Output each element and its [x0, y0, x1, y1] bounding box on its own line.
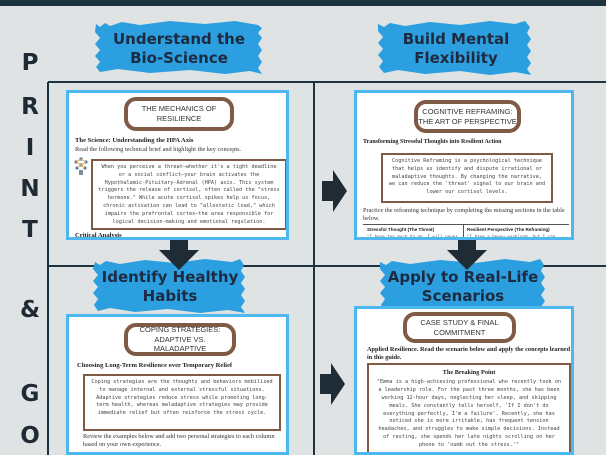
worksheet-title: THE MECHANICS OF RESILIENCE: [124, 97, 234, 131]
side-letter: P: [21, 50, 39, 76]
banner-healthy-habits: [93, 259, 245, 313]
top-strip: [0, 0, 606, 6]
worksheet-title: COGNITIVE REFRAMING: THE ART OF PERSPECT…: [414, 100, 521, 133]
brain-icon: [74, 157, 88, 175]
arrow-right-bottom-icon: [320, 363, 345, 405]
heading-healthy-habits: Identify Healthy Habits: [101, 268, 239, 305]
heading-real-life: Apply to Real-Life Scenarios: [387, 268, 539, 305]
heading-bio-science: Understand the Bio-Science: [112, 30, 246, 67]
worksheet-card-mental-flexibility[interactable]: COGNITIVE REFRAMING: THE ART OF PERSPECT…: [354, 90, 574, 240]
arrow-right-top-icon: [322, 170, 347, 212]
brief-text-box: When you perceive a threat—whether it's …: [91, 159, 286, 230]
worksheet-title: COPING STRATEGIES: ADAPTIVE VS. MALADAPT…: [124, 323, 236, 356]
case-study-text: "Emma is a high-achieving professional w…: [376, 379, 562, 448]
side-letter: I: [25, 135, 35, 161]
table-header: Stressful Thought (The Threat): [367, 227, 435, 232]
side-letter: G: [20, 381, 40, 407]
banner-mental-flexibility: [378, 21, 531, 75]
side-letter: O: [20, 423, 40, 449]
reframing-text-box: Cognitive Reframing is a psychological t…: [381, 153, 553, 203]
worksheet-title: CASE STUDY & FINAL COMMITMENT: [403, 312, 516, 343]
side-letter: R: [21, 94, 39, 120]
table-cell[interactable]: "I have a heavy workload, but I can: [467, 234, 556, 239]
banner-bio-science: [95, 21, 262, 74]
case-study-title: The Breaking Point: [442, 369, 496, 376]
section-heading: Choosing Long-Term Resilience over Tempo…: [77, 362, 233, 369]
arrow-down-right-icon: [447, 238, 487, 270]
table-header: Resilient Perspective (The Reframing): [467, 227, 550, 232]
side-letter: &: [19, 297, 41, 323]
coping-text-box: Coping strategies are the thoughts and b…: [83, 374, 281, 431]
section-heading: The Science: Understanding the HPA Axis: [75, 137, 194, 144]
worksheet-card-real-life[interactable]: CASE STUDY & FINAL COMMITMENT Applied Re…: [354, 306, 574, 455]
arrow-down-icon: [159, 238, 199, 270]
instruction-text: Practice the reframing technique by comp…: [363, 207, 565, 223]
instruction-text: Read the following technical brief and h…: [75, 146, 242, 153]
section-heading: Transforming Stressful Thoughts into Res…: [363, 139, 502, 145]
instruction-text: Review the examples below and add two pe…: [83, 433, 275, 449]
instruction-text: Applied Resilience. Read the scenario be…: [367, 346, 571, 362]
footer-heading: Critical Analysis: [75, 232, 122, 239]
worksheet-card-bio-science[interactable]: THE MECHANICS OF RESILIENCE The Science:…: [66, 90, 289, 240]
reframing-table[interactable]: Stressful Thought (The Threat) Resilient…: [363, 224, 569, 239]
side-letter: N: [20, 176, 40, 202]
case-study-box: The Breaking Point "Emma is a high-achie…: [367, 363, 571, 452]
side-letter: T: [22, 217, 38, 243]
table-cell: "I have too much to do. I will never: [367, 234, 458, 239]
banner-real-life: [380, 259, 545, 313]
worksheet-card-healthy-habits[interactable]: COPING STRATEGIES: ADAPTIVE VS. MALADAPT…: [66, 314, 289, 455]
heading-mental-flexibility: Build Mental Flexibility: [402, 30, 510, 67]
